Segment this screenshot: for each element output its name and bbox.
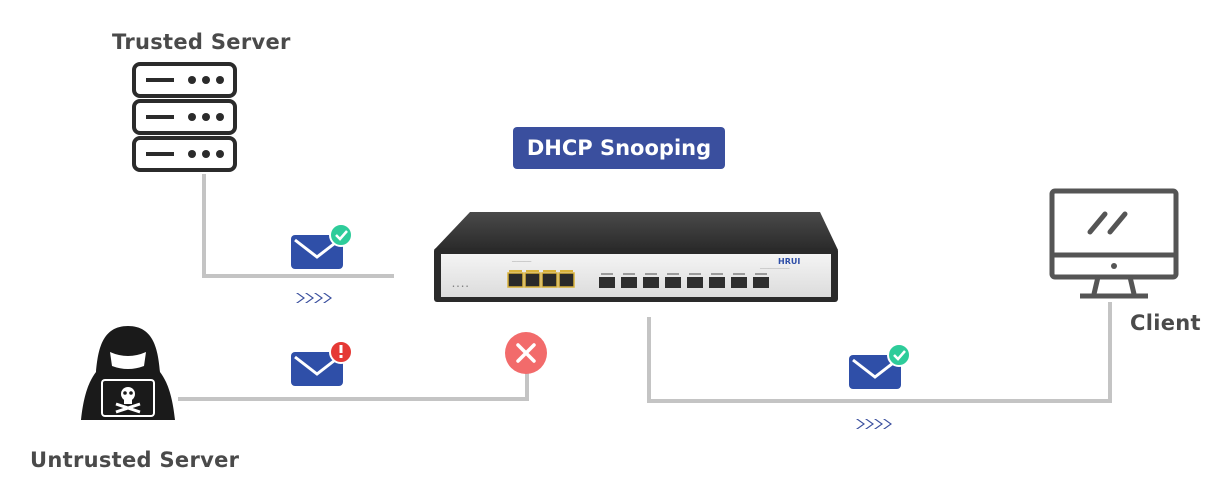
- envelope-alert-icon: [291, 340, 353, 386]
- trusted-link: [202, 174, 394, 278]
- forward-arrows-icon: [296, 293, 332, 303]
- forward-arrows-icon: [856, 419, 892, 429]
- svg-text:──────────────: ──────────────: [759, 267, 790, 271]
- svg-text:• • • •: • • • •: [452, 284, 469, 290]
- switch-brand-logo: HRUI: [778, 257, 800, 266]
- block-icon: [505, 332, 547, 374]
- envelope-check-icon: [849, 343, 911, 389]
- diagram-title: DHCP Snooping: [513, 127, 725, 169]
- client-label: Client: [1130, 311, 1201, 335]
- monitor-icon: [1049, 188, 1179, 299]
- client-link: [647, 302, 1112, 403]
- trusted-server-label: Trusted Server: [112, 30, 291, 54]
- hacker-icon: [81, 326, 175, 420]
- connection-lines: [178, 174, 1112, 403]
- envelope-check-icon: [291, 223, 353, 269]
- network-switch: • • • • ────────: [434, 212, 838, 302]
- untrusted-server-label: Untrusted Server: [30, 448, 240, 472]
- server-icon: [132, 62, 237, 172]
- svg-text:────────: ────────: [511, 259, 532, 264]
- untrusted-link: [178, 373, 529, 401]
